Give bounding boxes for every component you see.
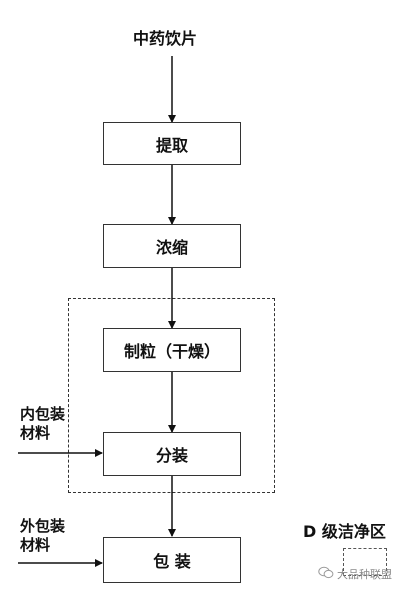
step-fill-label: 分装	[155, 446, 188, 465]
outer-packaging-label: 外包装 材料	[20, 517, 65, 555]
step-package-label: 包 装	[153, 552, 191, 571]
outer-packaging-line2: 材料	[20, 536, 51, 554]
legend-label: D 级洁净区	[303, 522, 386, 541]
step-concentrate: 浓缩	[103, 224, 241, 268]
inner-packaging-line1: 内包装	[20, 405, 66, 423]
inner-packaging-line2: 材料	[20, 424, 51, 442]
legend-dashed-box	[343, 548, 387, 576]
step-fill: 分装	[103, 432, 241, 476]
watermark-text: 大品种联盟	[337, 568, 392, 581]
outer-packaging-line1: 外包装	[20, 517, 66, 535]
step-extract-label: 提取	[155, 135, 188, 155]
step-granulate: 制粒（干燥）	[103, 328, 241, 372]
step-extract: 提取	[103, 122, 241, 165]
watermark-chat-icon	[318, 566, 334, 582]
step-concentrate-label: 浓缩	[155, 238, 188, 257]
step-package: 包 装	[103, 537, 241, 583]
watermark: 大品种联盟	[318, 566, 392, 582]
inner-packaging-label: 内包装 材料	[20, 405, 65, 443]
input-label: 中药饮片	[133, 29, 198, 48]
step-granulate-label: 制粒（干燥）	[123, 342, 220, 361]
